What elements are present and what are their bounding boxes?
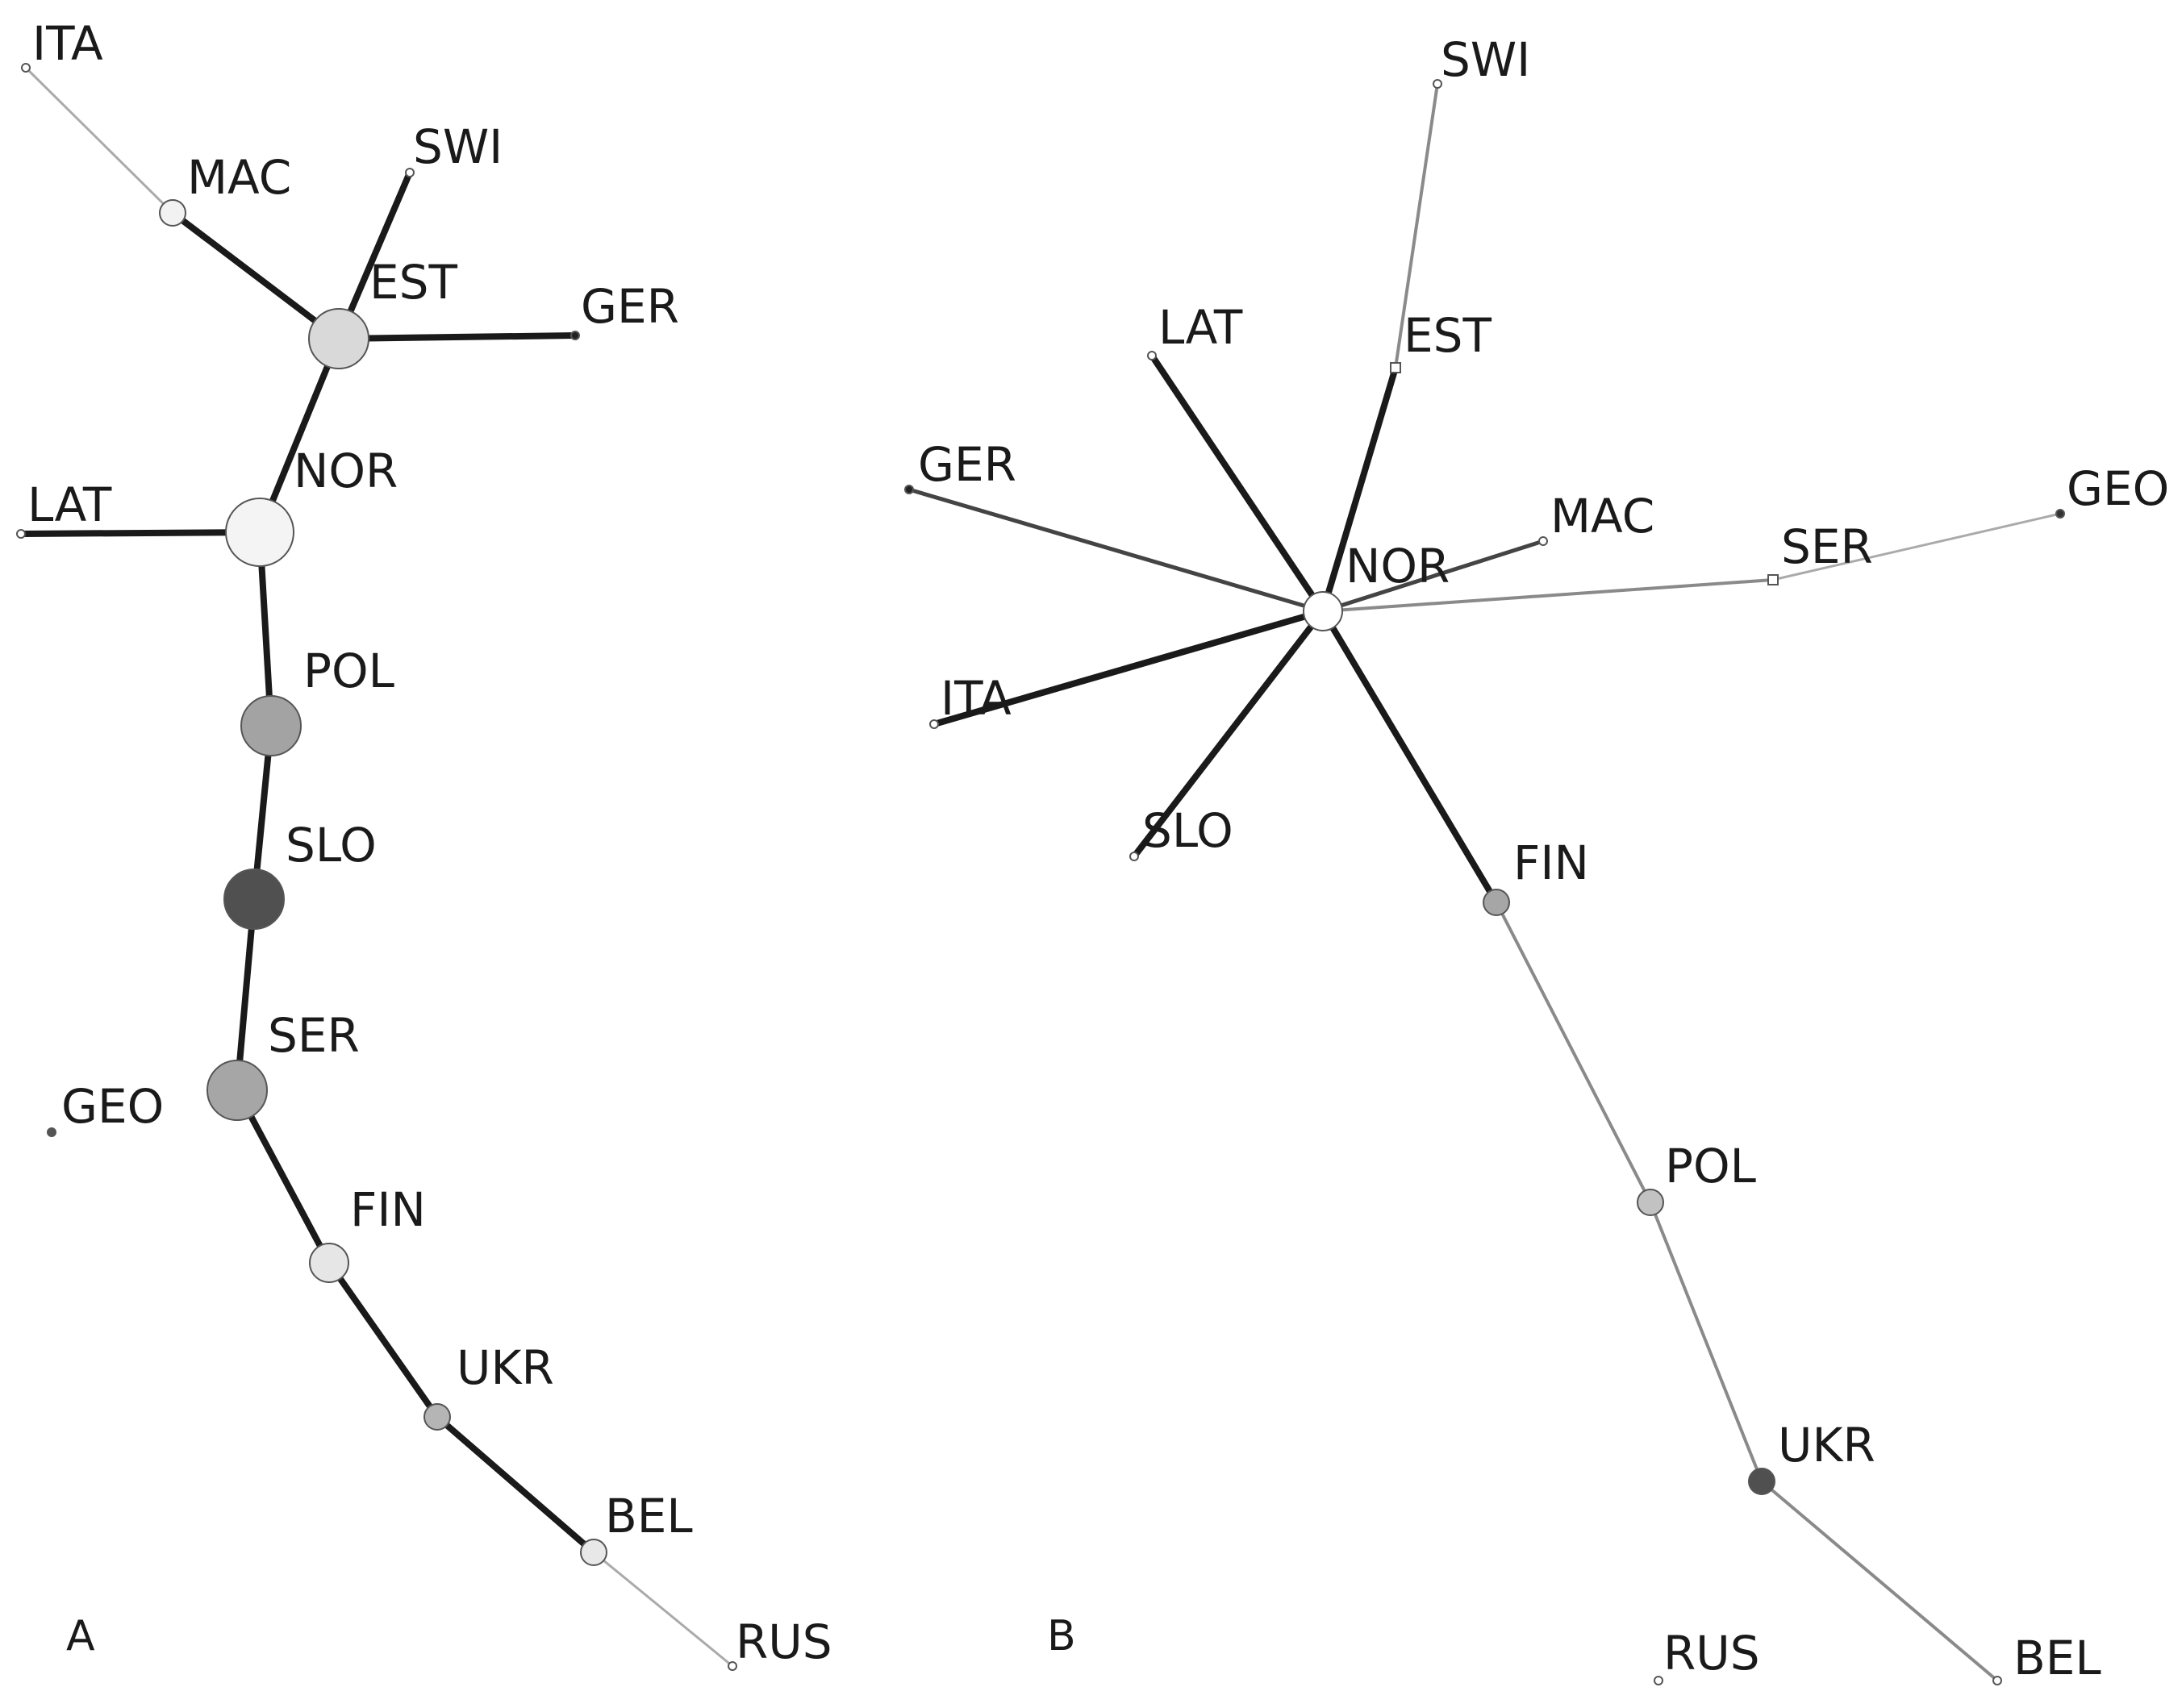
node-label-b-mac: MAC — [1550, 489, 1654, 544]
edge-a-ukr-bel — [434, 1414, 597, 1556]
node-label-a-est: EST — [369, 255, 457, 310]
node-label-b-pol: POL — [1665, 1139, 1756, 1194]
node-label-a-rus: RUS — [736, 1614, 832, 1669]
node-b-ukr — [1748, 1468, 1775, 1495]
edge-a-fin-ukr — [326, 1260, 440, 1420]
panel-label-b: B — [1047, 1612, 1076, 1660]
node-a-fin — [309, 1243, 349, 1283]
edge-a-lat-nor — [18, 529, 263, 537]
nodes-layer — [16, 63, 2065, 1685]
edge-b-fin-pol — [1495, 901, 1652, 1204]
edge-b-ser-geo — [1771, 512, 2062, 581]
edge-a-est-ger — [336, 332, 578, 342]
node-b-nor — [1303, 591, 1343, 631]
edge-a-bel-rus — [592, 1551, 734, 1668]
edge-b-ukr-bel — [1760, 1480, 1999, 1682]
node-a-ser — [207, 1060, 268, 1121]
node-label-a-pol: POL — [303, 644, 394, 698]
node-label-a-ger: GER — [581, 279, 679, 334]
node-a-ukr — [423, 1403, 451, 1431]
edge-b-nor-ser — [1321, 578, 1775, 613]
node-a-mac — [159, 199, 186, 227]
edge-b-lat-nor — [1149, 352, 1326, 614]
node-a-lat — [16, 529, 26, 539]
node-label-a-fin: FIN — [350, 1182, 426, 1237]
edges-layer — [18, 66, 2062, 1682]
node-label-b-ita: ITA — [941, 671, 1012, 726]
edge-a-slo-ser — [234, 896, 257, 1094]
node-label-b-geo: GEO — [2067, 461, 2169, 516]
node-b-mac — [1538, 536, 1548, 546]
node-b-bel — [1992, 1676, 2002, 1685]
edge-b-nor-fin — [1320, 608, 1500, 906]
edge-b-slo-nor — [1131, 608, 1326, 860]
edge-b-pol-ukr — [1649, 1201, 1763, 1483]
node-b-lat — [1147, 351, 1157, 360]
node-label-b-fin: FIN — [1513, 835, 1589, 890]
node-label-a-ser: SER — [268, 1008, 360, 1063]
edge-b-mac-nor — [1320, 539, 1546, 614]
node-label-a-ita: ITA — [32, 16, 103, 71]
node-b-est — [1390, 362, 1401, 373]
node-a-slo — [223, 869, 285, 930]
node-label-b-ger: GER — [918, 437, 1016, 492]
node-a-bel — [580, 1539, 607, 1566]
node-label-a-swi: SWI — [413, 119, 503, 174]
node-label-b-ser: SER — [1781, 519, 1873, 574]
edge-a-mac-est — [169, 210, 342, 342]
panel-label-a: A — [66, 1612, 95, 1660]
edge-a-est-nor — [257, 335, 342, 535]
node-a-rus — [728, 1661, 737, 1671]
node-label-b-bel: BEL — [2013, 1631, 2101, 1685]
node-a-ita — [21, 63, 31, 73]
node-a-swi — [405, 168, 415, 177]
node-label-a-nor: NOR — [294, 444, 398, 498]
node-label-b-lat: LAT — [1158, 300, 1243, 355]
node-b-geo — [2055, 509, 2065, 519]
node-label-a-mac: MAC — [187, 150, 291, 205]
node-label-a-lat: LAT — [27, 477, 112, 532]
node-b-ita — [929, 719, 939, 729]
node-b-ger — [904, 485, 914, 494]
edge-b-ita-nor — [931, 608, 1326, 727]
node-a-ger — [570, 331, 580, 340]
edge-a-ser-fin — [234, 1087, 332, 1266]
node-b-pol — [1637, 1189, 1664, 1216]
node-b-ser — [1767, 574, 1779, 585]
node-label-b-rus: RUS — [1663, 1626, 1760, 1681]
edge-b-est-nor — [1320, 365, 1399, 614]
node-label-b-swi: SWI — [1441, 32, 1530, 87]
node-b-fin — [1483, 889, 1510, 916]
node-label-a-ukr: UKR — [457, 1340, 554, 1395]
node-label-a-geo: GEO — [61, 1079, 164, 1134]
labels-layer: ITA MAC SWI EST GER NOR LAT POL SLO SER GEO FIN UKR B… — [27, 16, 2169, 1685]
node-b-swi — [1433, 79, 1442, 89]
node-a-geo — [47, 1127, 56, 1137]
node-label-b-est: EST — [1404, 308, 1492, 363]
node-b-rus — [1654, 1676, 1663, 1685]
node-a-nor — [225, 498, 294, 567]
edge-a-ita-mac — [24, 66, 174, 215]
node-a-pol — [240, 695, 302, 756]
node-b-slo — [1129, 852, 1139, 861]
node-label-b-ukr: UKR — [1778, 1418, 1875, 1473]
node-label-b-nor: NOR — [1345, 539, 1450, 594]
edge-b-ger-nor — [907, 487, 1325, 614]
node-label-b-slo: SLO — [1142, 803, 1233, 858]
edge-b-swi-est — [1394, 82, 1439, 369]
node-label-a-bel: BEL — [605, 1489, 693, 1543]
node-label-a-slo: SLO — [286, 818, 377, 873]
node-a-est — [308, 308, 369, 369]
